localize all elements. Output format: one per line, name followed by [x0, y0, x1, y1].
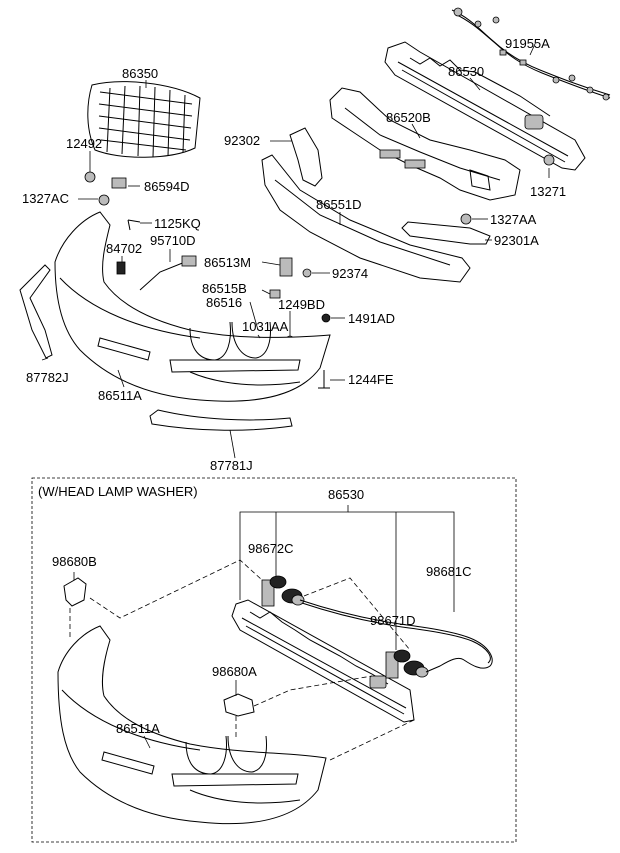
bracket-86513M [279, 257, 293, 277]
label-86594D: 86594D [144, 179, 190, 194]
sensor-84702 [116, 261, 126, 275]
label-86513M: 86513M [204, 255, 251, 270]
washer-hose-98681C [299, 599, 493, 673]
label-98680A: 98680A [212, 664, 257, 679]
washer-nozzle-98672C [261, 575, 305, 607]
label-1491AD: 1491AD [348, 311, 395, 326]
connector-95710D [181, 255, 197, 267]
strip-92301A [401, 221, 491, 245]
lip-86551D [261, 154, 471, 283]
label-86530-inset: 86530 [328, 487, 364, 502]
nut-92374 [302, 268, 312, 278]
nut-1327AA [460, 213, 472, 225]
label-91955A: 91955A [505, 36, 550, 51]
label-1327AA: 1327AA [490, 212, 537, 227]
wiring-harness-91955A [451, 7, 611, 101]
bolt-1244FE [318, 370, 330, 389]
label-86520B: 86520B [386, 110, 431, 125]
radiator-grille-86350 [87, 81, 201, 158]
label-1244FE: 1244FE [348, 372, 394, 387]
bracket-92302 [289, 127, 323, 187]
label-95710D: 95710D [150, 233, 196, 248]
label-87781J: 87781J [210, 458, 253, 473]
label-98671D: 98671D [370, 613, 416, 628]
inset-box [31, 477, 517, 843]
lower-strip-87781J [149, 409, 293, 431]
bumper-beam-86530-inset [231, 599, 415, 723]
nut-1327AC [98, 194, 110, 206]
bracket-86594D [111, 177, 127, 189]
label-1249BD: 1249BD [278, 297, 325, 312]
cap-98680A [223, 693, 255, 717]
washer-nozzle-98671D [385, 649, 429, 679]
inset-title: (W/HEAD LAMP WASHER) [38, 484, 198, 499]
cap-98680B [63, 577, 87, 607]
label-86516: 86516 [206, 295, 242, 310]
screw-1125KQ [127, 219, 141, 231]
label-87782J: 87782J [26, 370, 69, 385]
nut-13271 [543, 154, 555, 166]
bumper-cover-86511A-top [54, 211, 331, 402]
label-86515B: 86515B [202, 281, 247, 296]
label-92374: 92374 [332, 266, 368, 281]
label-1125KQ: 1125KQ [154, 216, 201, 231]
label-98680B: 98680B [52, 554, 97, 569]
label-86511A-inset: 86511A [116, 721, 160, 736]
labels: 91955A 86350 86530 86520B 12492 92302 86… [22, 36, 566, 736]
label-86511A-top: 86511A [98, 388, 142, 403]
leader-lines-top [41, 43, 550, 459]
label-92301A: 92301A [494, 233, 539, 248]
nut-1491AD [321, 313, 331, 323]
bumper-beam-86530-top [384, 41, 586, 171]
label-86350: 86350 [122, 66, 158, 81]
label-92302: 92302 [224, 133, 260, 148]
clip-12492 [84, 171, 96, 183]
energy-absorber-86520B [329, 87, 521, 201]
label-84702: 84702 [106, 241, 142, 256]
label-86530-top: 86530 [448, 64, 484, 79]
label-98672C: 98672C [248, 541, 294, 556]
label-1031AA: 1031AA [242, 319, 289, 334]
label-13271: 13271 [530, 184, 566, 199]
guide-lines-inset [69, 559, 415, 761]
label-86551D: 86551D [316, 197, 362, 212]
leader-lines-inset [73, 505, 455, 749]
side-strip-87782J [19, 264, 53, 359]
label-98681C: 98681C [426, 564, 472, 579]
bumper-cover-86511A-inset [57, 625, 327, 825]
label-1327AC: 1327AC [22, 191, 69, 206]
cable-95710D [139, 261, 186, 291]
label-12492: 12492 [66, 136, 102, 151]
